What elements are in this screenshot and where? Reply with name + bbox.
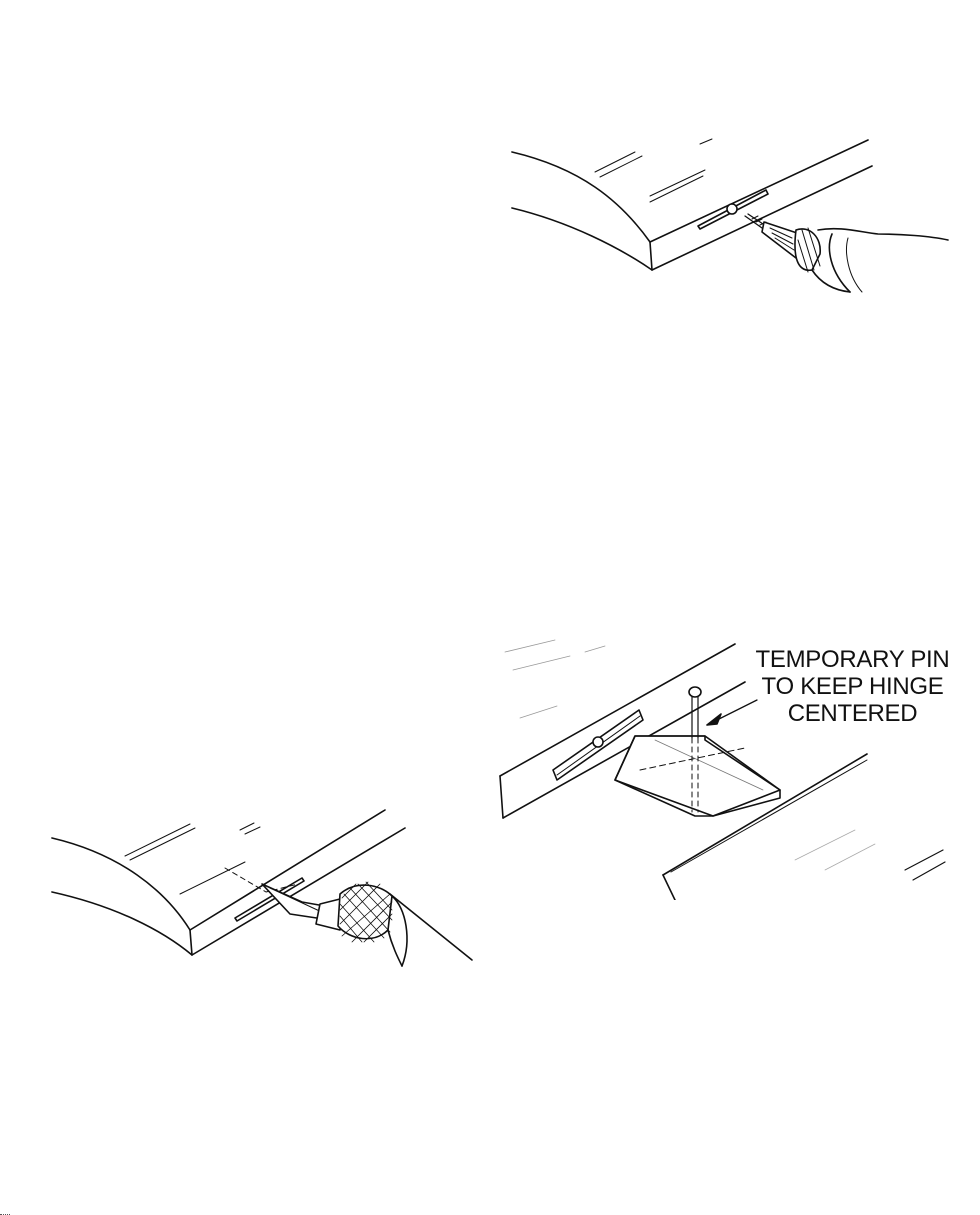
drill-illustration [500,130,950,300]
page-corner-mark [0,1211,10,1215]
hinge-slot [698,190,768,229]
callout-line-2: TO KEEP HINGE [740,673,965,700]
callout-line-1: TEMPORARY PIN [740,646,965,673]
callout-line-3: CENTERED [740,700,965,727]
knife-illustration [40,790,480,970]
drill-icon [745,214,948,292]
callout-label: TEMPORARY PIN TO KEEP HINGE CENTERED [740,646,965,727]
